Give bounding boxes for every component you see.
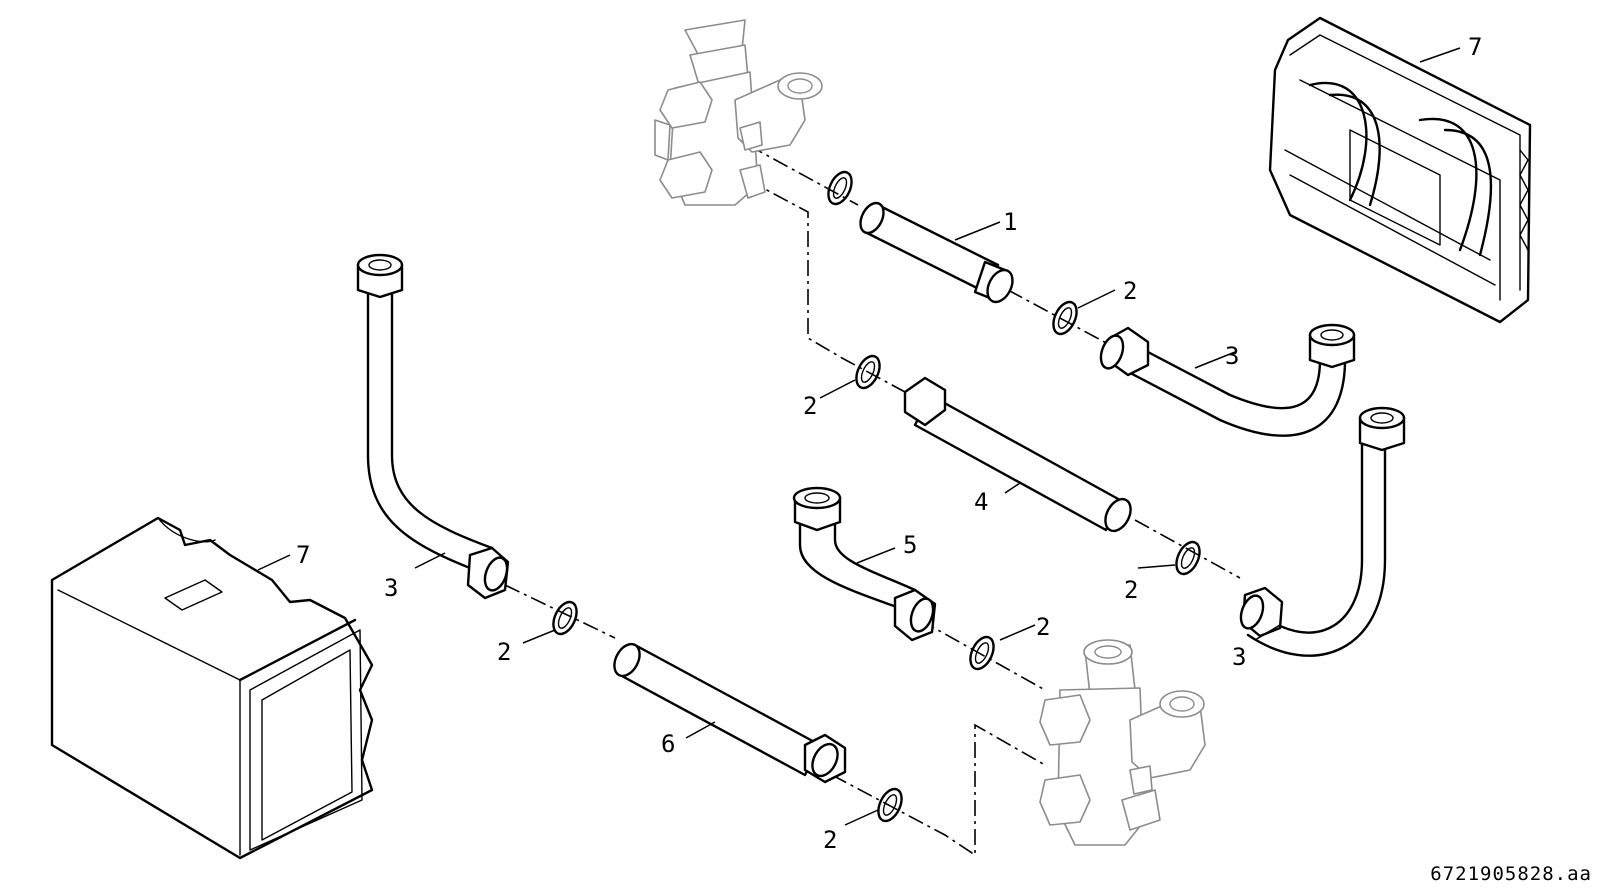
seal-ring (1052, 300, 1078, 336)
label-insulation: 7 (296, 541, 310, 569)
label-insulation: 7 (1468, 33, 1482, 61)
label-elbow-pipe: 3 (1232, 643, 1246, 671)
insulation-shell-upper (1268, 16, 1532, 324)
label-pipe-1: 1 (1003, 208, 1017, 236)
label-seal: 2 (1036, 613, 1050, 641)
label-seal: 2 (1124, 576, 1138, 604)
seal-ring (827, 170, 853, 206)
label-pipe-4: 4 (974, 488, 988, 516)
label-elbow-pipe-5: 5 (903, 531, 917, 559)
label-seal: 2 (497, 638, 511, 666)
leader-lines (257, 47, 1461, 826)
seal-ring (877, 787, 903, 823)
manifold-upper (654, 19, 823, 206)
label-seal: 2 (823, 826, 837, 854)
drawing-reference-code: 6721905828.aa (1430, 863, 1592, 885)
elbow-pipe-3-left (356, 253, 510, 600)
assembly-axis-lines (504, 144, 1241, 857)
label-elbow-pipe: 3 (1225, 342, 1239, 370)
straight-pipe-1 (859, 201, 1014, 304)
label-seal: 2 (1123, 277, 1137, 305)
straight-pipe-6 (613, 642, 847, 784)
label-elbow-pipe: 3 (384, 574, 398, 602)
straight-pipe-4 (903, 376, 1132, 533)
elbow-pipe-5 (792, 486, 937, 642)
position-labels: 1 2 2 2 2 2 2 3 3 3 4 5 6 7 7 (296, 33, 1482, 854)
label-seal: 2 (803, 392, 817, 420)
seal-ring (552, 600, 578, 636)
label-pipe-6: 6 (661, 730, 675, 758)
seal-ring (1175, 540, 1201, 576)
elbow-pipe-3-upper (1099, 323, 1356, 437)
seal-ring (855, 354, 881, 390)
insulation-box-lower (50, 516, 374, 860)
seal-rings (552, 170, 1201, 823)
manifold-lower (1039, 639, 1206, 846)
seal-ring (969, 635, 995, 671)
elbow-pipe-3-lower (1239, 406, 1406, 657)
